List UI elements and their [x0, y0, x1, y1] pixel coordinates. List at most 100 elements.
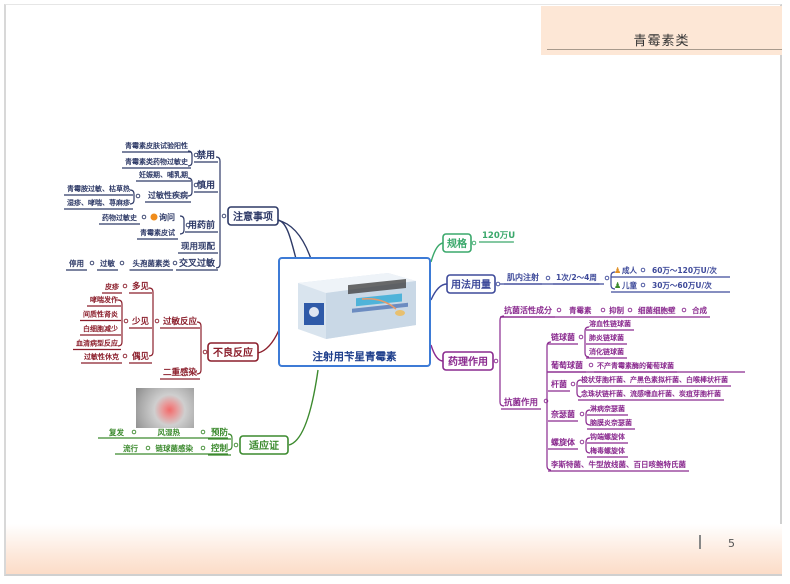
usage-frequency[interactable]: 1次/2～4周 [556, 272, 597, 282]
pharmacology-box [442, 351, 494, 371]
streptococcus-item[interactable]: 肺炎链球菌 [589, 333, 624, 342]
antibacterial-bacillus[interactable]: 杆菌 [551, 379, 567, 389]
active-item[interactable]: 抑制 [609, 305, 624, 315]
connector-dot [185, 222, 191, 228]
allergic-rare-item[interactable]: 过敏性休克 [84, 352, 119, 361]
connector-dot [570, 381, 576, 387]
usage-label[interactable]: 用法用量 [450, 278, 491, 291]
allergic-less-common-item[interactable]: 白细胞减少 [83, 324, 118, 333]
bacillus-item[interactable]: 梭状芽胞杆菌、产黑色素拟杆菌、白喉棒状杆菌 [581, 375, 728, 384]
connector-dot [119, 260, 125, 266]
header-rule [547, 49, 782, 50]
allergic-less-common-item[interactable]: 间质性肾炎 [83, 310, 118, 319]
child-dose[interactable]: 30万～60万U/次 [652, 280, 712, 290]
connector-dot [640, 267, 646, 273]
usage-box [446, 274, 496, 294]
active-item[interactable]: 细菌细胞壁 [638, 305, 676, 315]
allergic-common-item[interactable]: 皮疹 [104, 282, 120, 291]
antibacterial-others[interactable]: 李斯特菌、牛型放线菌、百日咳鲍特氏菌 [550, 459, 686, 469]
active-item[interactable]: 合成 [692, 305, 707, 315]
bracket-line [499, 315, 505, 407]
adverse-box [207, 342, 259, 362]
streptococcus-item[interactable]: 消化链球菌 [589, 347, 624, 356]
connector-dot [135, 193, 141, 199]
allergic-less-common-item[interactable]: 血清病型反应 [76, 339, 118, 348]
cross-allergy-item[interactable]: 过敏 [100, 258, 115, 268]
before-use-inquire[interactable]: 询问 [159, 212, 175, 222]
connector-dot [545, 275, 551, 281]
page-frame [4, 4, 782, 576]
streptococcus-item[interactable]: 溶血性链球菌 [589, 319, 631, 328]
precautions-cross-allergy[interactable]: 交叉过敏 [179, 257, 216, 269]
precautions-fresh-prep[interactable]: 现用现配 [181, 242, 216, 252]
page-number: 5 [728, 537, 735, 550]
connector-dot [495, 281, 501, 287]
branch-curve-adverse [257, 329, 280, 354]
allergic-less-common[interactable]: 少见 [131, 316, 150, 327]
pharm-antibacterial[interactable]: 抗菌作用 [504, 397, 538, 408]
cross-allergy-item[interactable]: 停用 [69, 258, 84, 268]
prevent-target[interactable]: 风湿热 [158, 427, 181, 437]
adverse-allergic[interactable]: 过敏反应 [163, 316, 198, 327]
active-item[interactable]: 青霉素 [569, 305, 592, 315]
allergic-common[interactable]: 多见 [132, 281, 150, 292]
connector-dot [493, 358, 499, 364]
spirochete-item[interactable]: 梅毒螺旋体 [590, 446, 626, 455]
allergic-disease-item[interactable]: 青霉胺过敏、枯草热 [67, 184, 130, 193]
staphylococcus-item[interactable]: 不产青霉素酶的葡萄球菌 [597, 361, 674, 370]
bracket-line [179, 215, 185, 235]
precautions-label[interactable]: 注意事项 [233, 210, 273, 223]
branch-curve-indications [288, 369, 319, 446]
allergic-less-common-item[interactable]: 哮喘发作 [90, 295, 118, 304]
contraindicated-item[interactable]: 青霉素类药物过敏史 [125, 157, 189, 166]
allergic-disease-item[interactable]: 湿疹、哮喘、荨麻疹 [67, 198, 131, 207]
neisseria-item[interactable]: 脑膜炎奈瑟菌 [590, 418, 632, 427]
indications-control[interactable]: 控制 [211, 443, 229, 454]
adult-dose[interactable]: 60万～120万U/次 [652, 265, 717, 275]
antibacterial-neisseria[interactable]: 奈瑟菌 [550, 409, 575, 419]
usage-child[interactable]: 儿童 [621, 280, 637, 290]
cross-allergy-item[interactable]: 头孢菌素类 [133, 258, 171, 268]
antibacterial-streptococcus[interactable]: 链球菌 [551, 332, 575, 342]
precautions-before-use[interactable]: 用药前 [187, 219, 215, 231]
pharm-active[interactable]: 抗菌活性成分 [504, 305, 552, 315]
center-topic[interactable]: 注射用苄星青霉素 [278, 257, 431, 367]
connector-dot [154, 318, 160, 324]
indications-prevent[interactable]: 预防 [211, 427, 229, 438]
precautions-contraindicated[interactable]: 禁用 [197, 149, 215, 161]
bracket-line [187, 150, 193, 167]
antibacterial-staphylococcus[interactable]: 葡萄球菌 [550, 360, 583, 370]
antibacterial-spirochete[interactable]: 螺旋体 [551, 437, 576, 447]
inquire-item[interactable]: 药物过敏史 [102, 213, 138, 222]
connector-dot [89, 260, 95, 266]
connector-dot [604, 275, 610, 281]
spec-label[interactable]: 规格 [447, 237, 468, 250]
control-item[interactable]: 流行 [123, 443, 138, 453]
adverse-label[interactable]: 不良反应 [213, 346, 253, 359]
bracket-line [129, 189, 135, 205]
bracket-line [610, 271, 616, 290]
before-use-skin-test[interactable]: 青霉素皮试 [140, 228, 175, 237]
indications-label[interactable]: 适应证 [249, 439, 279, 452]
usage-adult[interactable]: 成人 [622, 265, 637, 275]
connector-dot [221, 213, 227, 219]
neisseria-item[interactable]: 淋病奈瑟菌 [590, 404, 625, 413]
bracket-line [215, 156, 221, 269]
spirochete-item[interactable]: 钩端螺旋体 [590, 432, 626, 441]
center-title: 注射用苄星青霉素 [312, 351, 397, 363]
bacillus-item[interactable]: 念珠状链杆菌、流感嗜血杆菌、炭疽芽胞杆菌 [581, 389, 721, 398]
allergic-rare[interactable]: 偶见 [132, 351, 150, 362]
caution-item[interactable]: 妊娠期、哺乳期 [139, 170, 188, 179]
adverse-superinfection[interactable]: 二重感染 [163, 367, 198, 378]
contraindicated-item[interactable]: 青霉素皮肤试验阳性 [125, 141, 188, 150]
child-person-icon: ♟ [614, 281, 621, 290]
usage-route[interactable]: 肌内注射 [506, 272, 539, 282]
pharmacology-label[interactable]: 药理作用 [448, 355, 488, 368]
prevent-item[interactable]: 复发 [108, 427, 124, 437]
precautions-caution[interactable]: 慎用 [197, 179, 215, 191]
caution-allergic-disease[interactable]: 过敏性疾病 [148, 190, 188, 200]
spec-value[interactable]: 120万U [482, 231, 515, 241]
control-target[interactable]: 链球菌感染 [156, 443, 194, 453]
bracket-line [227, 433, 233, 451]
